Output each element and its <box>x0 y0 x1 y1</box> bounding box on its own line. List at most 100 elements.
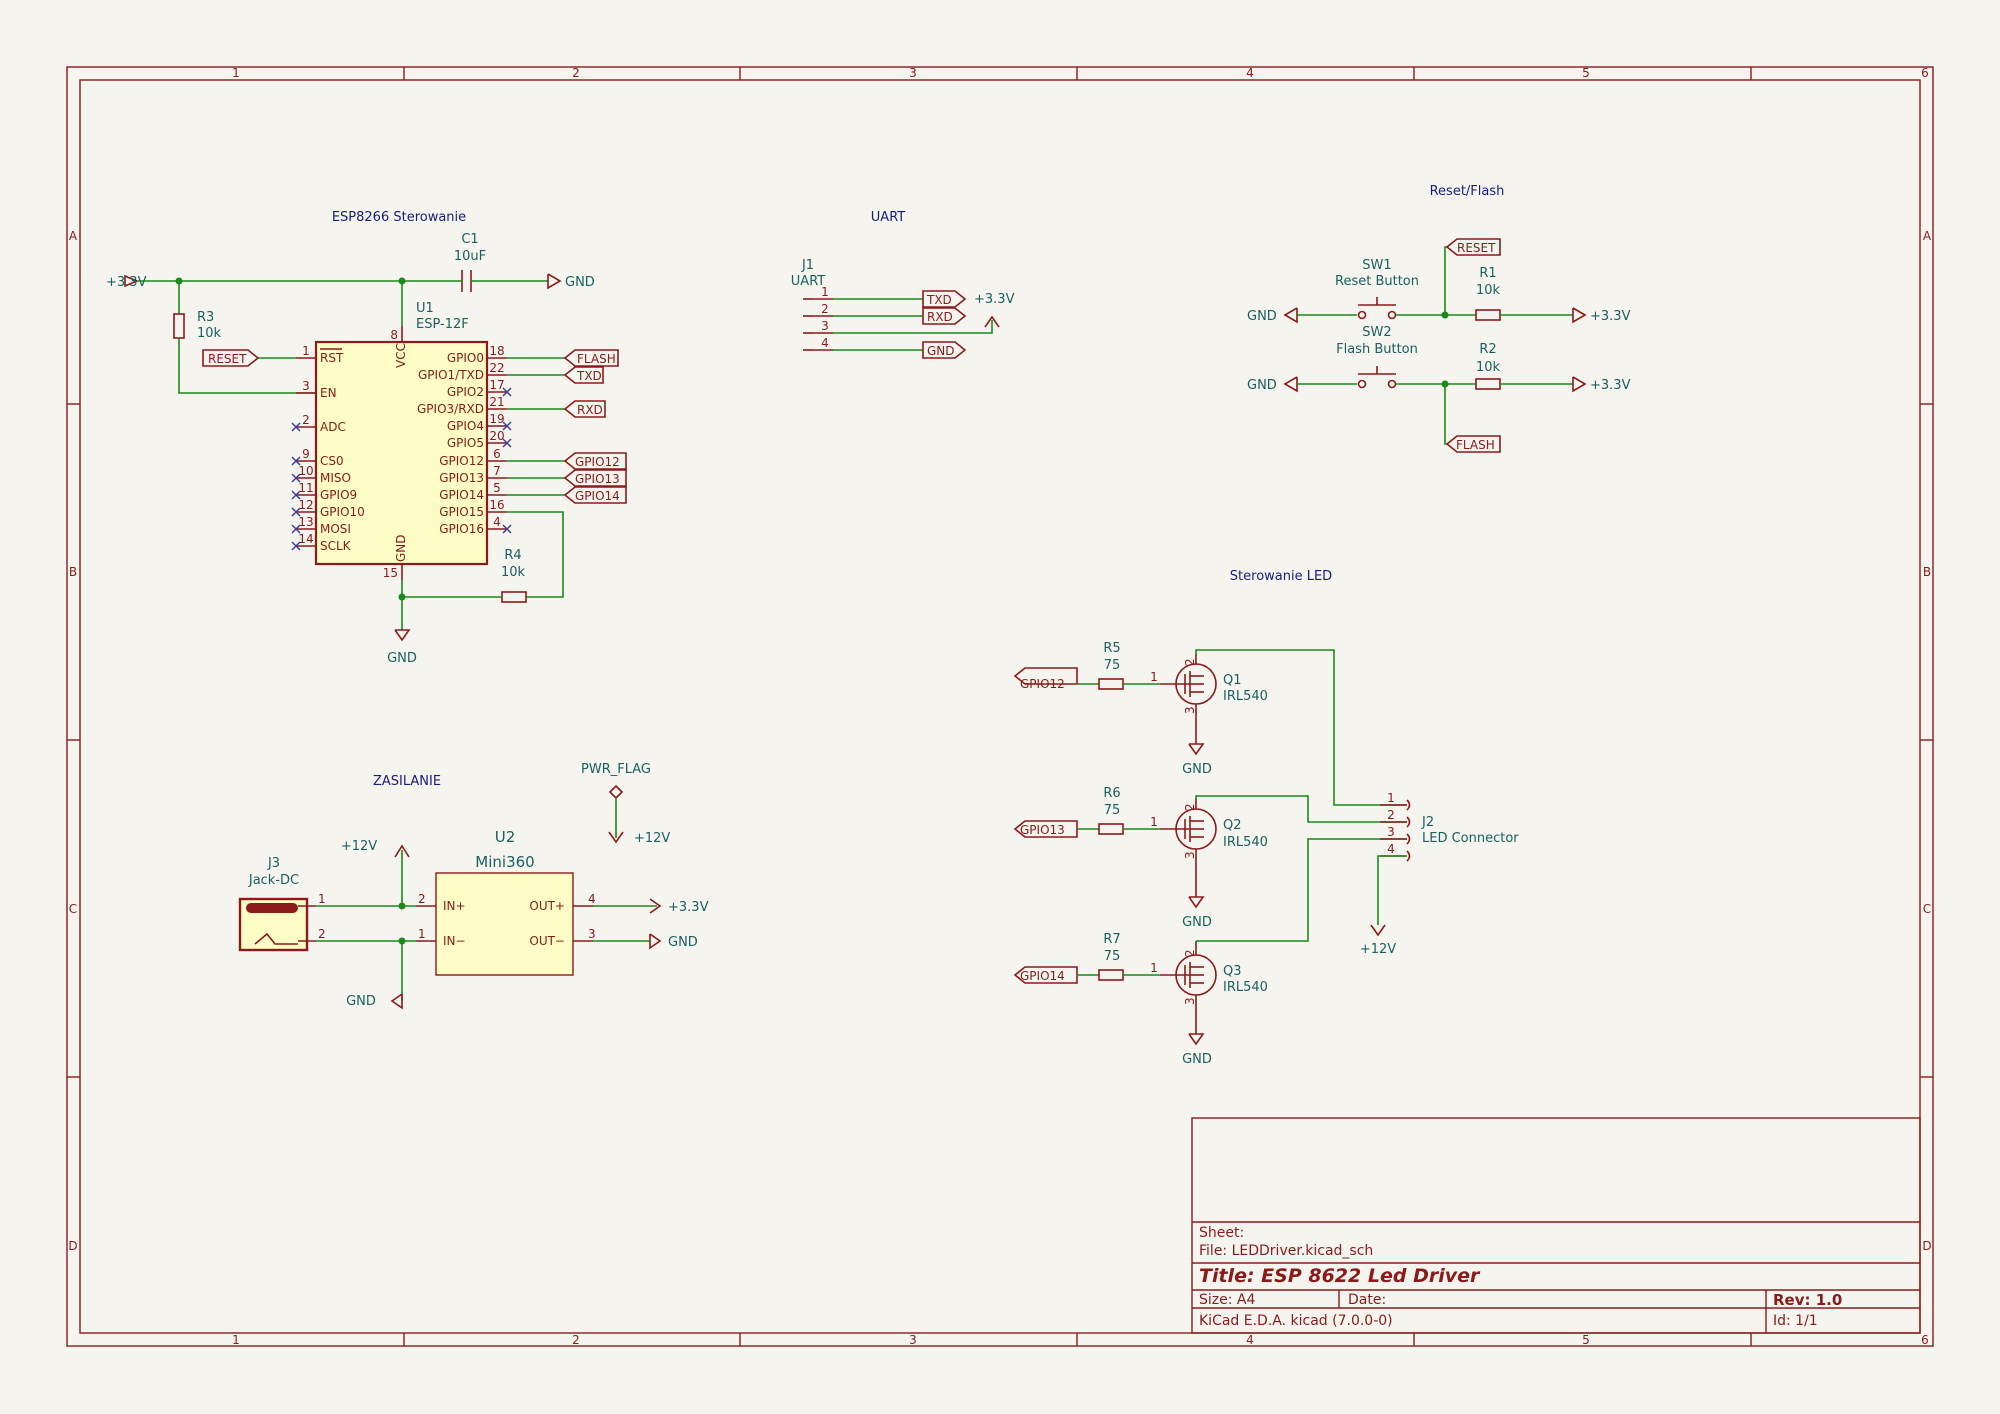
q1-gpio12-label: GPIO12 <box>1020 677 1065 691</box>
sw1-gnd-label: GND <box>1247 309 1277 324</box>
r2-3v3-label: +3.3V <box>1590 378 1631 393</box>
tb-id: Id: 1/1 <box>1773 1313 1818 1329</box>
sw2-gnd-label: GND <box>1247 378 1277 393</box>
u1-pin-gpio1-num: 22 <box>489 361 504 375</box>
border-row-a: A <box>69 229 78 243</box>
j2-pin-3: 3 <box>1387 825 1395 839</box>
u2-gnd-label: GND <box>668 935 698 950</box>
c1-gnd-label: GND <box>565 275 595 290</box>
r6-ref: R6 <box>1103 786 1120 801</box>
note-esp: ESP8266 Sterowanie <box>332 210 466 225</box>
u1-pin-en-num: 3 <box>302 379 310 393</box>
u2-pin-3-num: 3 <box>588 927 596 941</box>
u1-pin-gpio0-num: 18 <box>489 344 504 358</box>
border-col-5-bottom: 5 <box>1582 1333 1590 1347</box>
border-col-4: 4 <box>1246 66 1254 80</box>
j3-gnd-label: GND <box>346 994 376 1009</box>
u1-pin-gpio3-num: 21 <box>489 395 504 409</box>
tb-size: Size: A4 <box>1199 1292 1255 1308</box>
border-col-3-bottom: 3 <box>909 1333 917 1347</box>
u1-body <box>314 340 489 566</box>
border-col-1-bottom: 1 <box>232 1333 240 1347</box>
u1-rxd-label: RXD <box>577 403 603 417</box>
j1-pin-1: 1 <box>821 285 829 299</box>
u2-pin-out-n: OUT− <box>529 934 565 948</box>
u1-pin-gpio16-num: 4 <box>493 515 501 529</box>
q3-gnd-label: GND <box>1182 1052 1212 1067</box>
u1-pin-mosi-label: MOSI <box>320 522 351 536</box>
title-block: Sheet: File: LEDDriver.kicad_sch Title: … <box>1191 1117 1921 1334</box>
c1-value: 10uF <box>454 249 486 264</box>
q2-pin-1: 1 <box>1150 815 1158 829</box>
j1-pin-2: 2 <box>821 302 829 316</box>
u1-reset-label: RESET <box>208 352 247 366</box>
note-uart: UART <box>871 210 905 225</box>
u1-pin-gpio0-label: GPIO0 <box>447 351 484 365</box>
r4-ref: R4 <box>504 548 521 563</box>
u1-pin-gpio3-label: GPIO3/RXD <box>417 402 484 416</box>
r1-3v3-label: +3.3V <box>1590 309 1631 324</box>
j1-txd-label: TXD <box>926 293 952 307</box>
u1-pin-rst-num: 1 <box>302 344 310 358</box>
r7-value: 75 <box>1104 949 1121 964</box>
j2-pin-1: 1 <box>1387 791 1395 805</box>
u1-pin-gpio16-label: GPIO16 <box>439 522 484 536</box>
u1-pin-gpio5-label: GPIO5 <box>447 436 484 450</box>
u2-3v3-label: +3.3V <box>668 900 709 915</box>
u1-txd-label: TXD <box>576 369 602 383</box>
j3-12v-label: +12V <box>341 839 377 854</box>
u1-flash-label: FLASH <box>577 352 616 366</box>
u1-pin-sclk-label: SCLK <box>320 539 352 553</box>
q2-pin-2: 2 <box>1183 803 1197 811</box>
tb-kicad: KiCad E.D.A. kicad (7.0.0-0) <box>1199 1313 1393 1329</box>
u1-pin-mosi-num: 13 <box>298 515 313 529</box>
u2-pin-2-num: 2 <box>418 892 426 906</box>
border-col-2-bottom: 2 <box>572 1333 580 1347</box>
q1-pin-1: 1 <box>1150 670 1158 684</box>
tb-date: Date: <box>1348 1292 1386 1308</box>
u1-pin-miso-label: MISO <box>320 471 351 485</box>
j3-pin-2: 2 <box>318 927 326 941</box>
tb-file: File: LEDDriver.kicad_sch <box>1199 1243 1373 1259</box>
j1-gnd-label: GND <box>927 344 955 358</box>
r3-ref: R3 <box>197 310 214 325</box>
u2-pin-in-n: IN− <box>443 934 466 948</box>
u1-value: ESP-12F <box>416 317 469 332</box>
border-row-d-right: D <box>1922 1239 1931 1253</box>
r1-value: 10k <box>1476 283 1501 298</box>
esp-rail-3v3-label: +3.3V <box>106 275 147 290</box>
r7-ref: R7 <box>1103 932 1120 947</box>
border-col-6: 6 <box>1921 66 1929 80</box>
q2-pin-3: 3 <box>1183 851 1197 859</box>
u1-pin-gpio14-num: 5 <box>493 481 501 495</box>
u1-pin-gpio13-label: GPIO13 <box>439 471 484 485</box>
u1-gpio13-label: GPIO13 <box>575 472 620 486</box>
q3-ref: Q3 <box>1223 964 1242 979</box>
r2-ref: R2 <box>1479 342 1496 357</box>
u2-ref: U2 <box>495 828 516 846</box>
u1-ref: U1 <box>416 301 434 316</box>
r1-ref: R1 <box>1479 266 1496 281</box>
border-col-6-bottom: 6 <box>1921 1333 1929 1347</box>
tb-title: Title: ESP 8622 Led Driver <box>1199 1265 1481 1287</box>
r4-value: 10k <box>501 565 526 580</box>
c1-ref: C1 <box>461 232 478 247</box>
r2-value: 10k <box>1476 360 1501 375</box>
u1-pin-gpio12-num: 6 <box>493 447 501 461</box>
u1-pin-gpio10-label: GPIO10 <box>320 505 365 519</box>
j3-pin-1: 1 <box>318 892 326 906</box>
u1-pin-gpio5-num: 20 <box>489 429 504 443</box>
u2-pin-4-num: 4 <box>588 892 596 906</box>
u1-pin-gpio13-num: 7 <box>493 464 501 478</box>
u1-gpio14-label: GPIO14 <box>575 489 620 503</box>
q1-pin-2: 2 <box>1183 658 1197 666</box>
power-section: PWR_FLAG +12V J3 Jack-DC 1 2 +12V GND U2… <box>238 762 709 1010</box>
q2-value: IRL540 <box>1223 835 1268 850</box>
border-col-3: 3 <box>909 66 917 80</box>
u1-pin-cs0-label: CS0 <box>320 454 344 468</box>
u1-pin-gpio9-label: GPIO9 <box>320 488 357 502</box>
u1-pin-gpio2-num: 17 <box>489 378 504 392</box>
u2-body <box>435 872 574 976</box>
j2-12v-label: +12V <box>1360 942 1396 957</box>
